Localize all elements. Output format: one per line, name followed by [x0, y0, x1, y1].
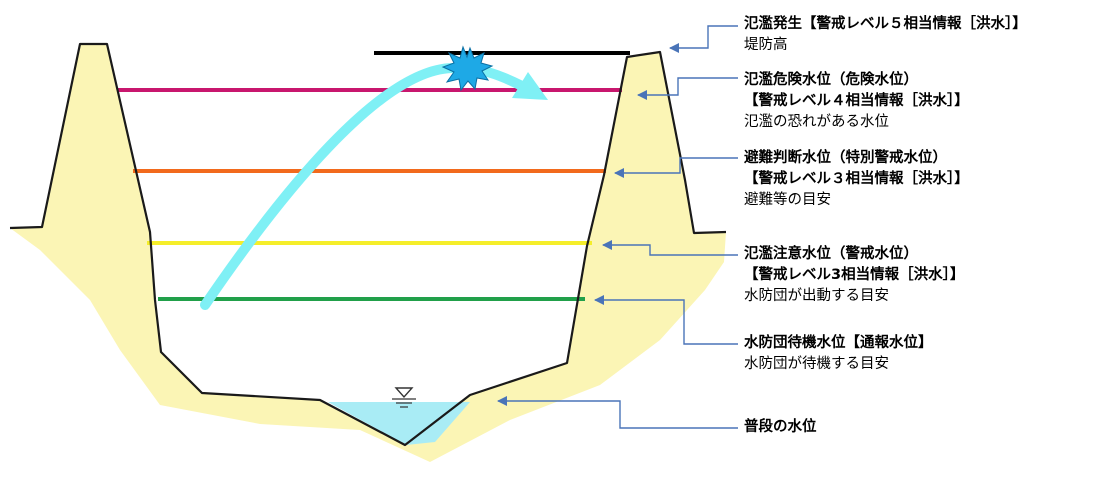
label-evacuation-judgment: 避難判断水位（特別警戒水位） 【警戒レベル３相当情報［洪水］】 避難等の目安 [744, 148, 969, 211]
overflow-arrow [200, 62, 527, 310]
water-surface-triangle-icon [392, 387, 416, 408]
label-flood-danger: 氾濫危険水位（危険水位） 【警戒レベル４相当情報［洪水］】 氾濫の恐れがある水位 [744, 70, 969, 133]
leader-line-standby [594, 295, 738, 345]
leader-line-evacuation [614, 157, 738, 178]
label-flood-danger-desc: 氾濫の恐れがある水位 [744, 114, 889, 130]
label-standby-title: 水防団待機水位【通報水位】 [744, 335, 933, 351]
label-evacuation-title: 避難判断水位（特別警戒水位） [744, 150, 947, 166]
label-flood-caution: 氾濫注意水位（警戒水位） 【警戒レベル3相当情報［洪水］】 水防団が出動する目安 [744, 244, 964, 307]
label-normal-level: 普段の水位 [744, 417, 817, 438]
label-flood-caution-title: 氾濫注意水位（警戒水位） [744, 246, 918, 262]
label-standby-desc: 水防団が待機する目安 [744, 356, 889, 372]
label-standby: 水防団待機水位【通報水位】 水防団が待機する目安 [744, 333, 933, 375]
label-evacuation-alert: 【警戒レベル３相当情報［洪水］】 [744, 171, 969, 187]
label-flood-caution-alert: 【警戒レベル3相当情報［洪水］】 [744, 267, 965, 283]
label-flood-caution-desc: 水防団が出動する目安 [744, 288, 889, 304]
label-evacuation-desc: 避難等の目安 [744, 192, 831, 208]
overflow-burst-icon [441, 45, 494, 92]
normal-water-body [328, 402, 470, 445]
cross-section-outline [9, 42, 727, 447]
label-flood-danger-alert: 【警戒レベル４相当情報［洪水］】 [744, 93, 969, 109]
label-flood-occurrence-title: 氾濫発生【警戒レベル５相当情報［洪水］】 [744, 16, 1027, 32]
leader-line-flood-danger [637, 77, 738, 100]
leader-line-flood-occurrence [669, 25, 738, 53]
embankment-fill [10, 44, 726, 462]
label-flood-occurrence-desc: 堤防高 [744, 37, 788, 53]
label-flood-occurrence: 氾濫発生【警戒レベル５相当情報［洪水］】 堤防高 [744, 14, 1027, 56]
leader-line-normal [497, 396, 738, 429]
label-flood-danger-title: 氾濫危険水位（危険水位） [744, 72, 918, 88]
leader-line-flood-caution [602, 240, 738, 256]
label-normal-title: 普段の水位 [744, 419, 817, 435]
overflow-arrowhead [512, 72, 548, 100]
